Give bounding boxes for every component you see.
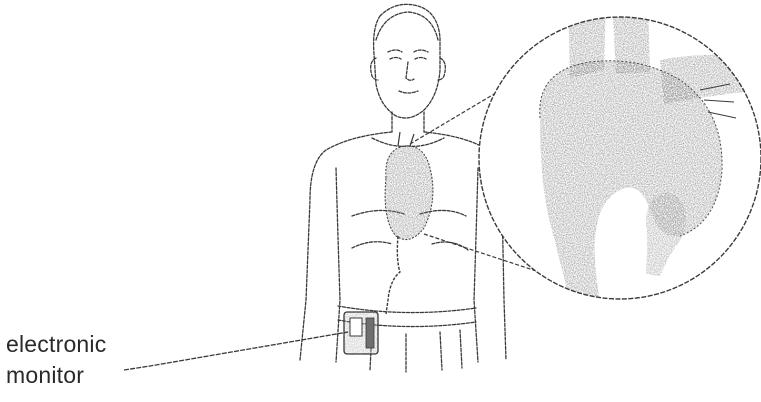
callout-leader-line [124,332,348,370]
heart-shape [385,132,433,240]
eye-left [390,58,401,60]
mouth [399,91,418,93]
magnified-heart-circle [479,0,761,300]
collarbone [372,138,444,146]
eyebrow-right [414,50,428,52]
head-outline [374,4,440,118]
neck [392,112,424,132]
torso-right [474,168,478,362]
callout-label-line-2: monitor [6,362,84,388]
callout-label-line-1: electronic [6,331,106,357]
trouser-folds [370,330,462,372]
nose [406,62,414,80]
abdomen-line [352,242,468,250]
hair [376,12,438,40]
eyebrow-left [388,50,402,52]
lead-wire [386,236,400,314]
eye-right [415,58,426,60]
monitor-device [344,312,378,354]
